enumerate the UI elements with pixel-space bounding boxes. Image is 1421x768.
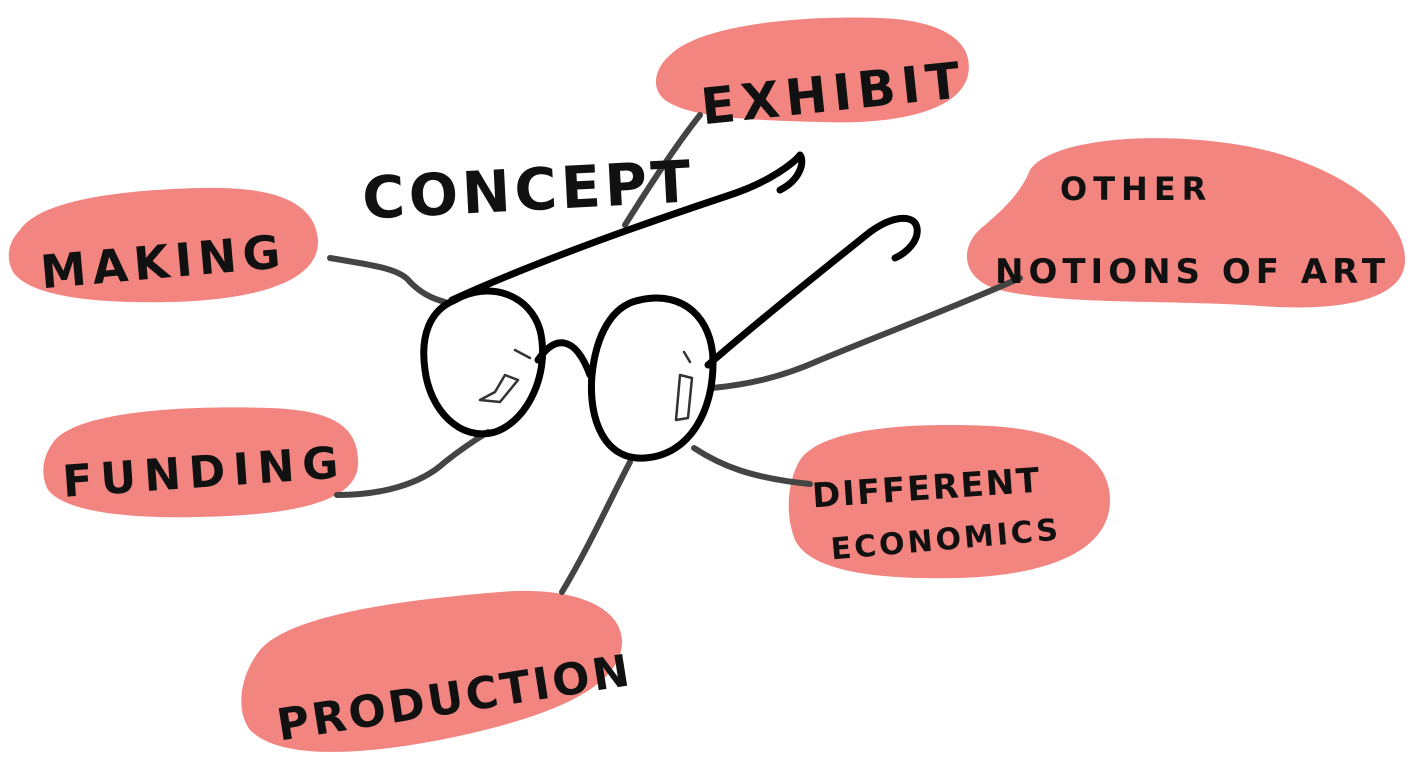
left-lens (420, 287, 547, 438)
left-lens-glint (478, 348, 532, 404)
right-lens-glint (674, 350, 694, 422)
other-notions-highlight (966, 138, 1405, 308)
connector-production (559, 459, 633, 595)
center-title: CONCEPT (361, 147, 697, 232)
connector-exhibit (622, 112, 703, 228)
eyeglasses-icon (420, 151, 921, 462)
exhibit-highlight (655, 17, 969, 123)
node-highlights (8, 17, 1405, 752)
connector-making (327, 255, 448, 305)
node-other-notions-line1: OTHER (1060, 170, 1212, 208)
economics-highlight (788, 425, 1110, 579)
right-temple-arm (704, 214, 921, 369)
right-lens (587, 294, 717, 462)
left-temple-arm (448, 151, 806, 304)
connector-other-notions (709, 275, 1023, 391)
nose-bridge (534, 339, 594, 379)
funding-highlight (43, 407, 359, 518)
making-highlight (8, 187, 319, 303)
connectors (327, 112, 1023, 595)
connector-economics (691, 445, 813, 487)
production-highlight (241, 590, 623, 752)
connector-funding (334, 429, 491, 498)
node-other-notions-line2: NOTIONS OF ART (995, 252, 1390, 292)
